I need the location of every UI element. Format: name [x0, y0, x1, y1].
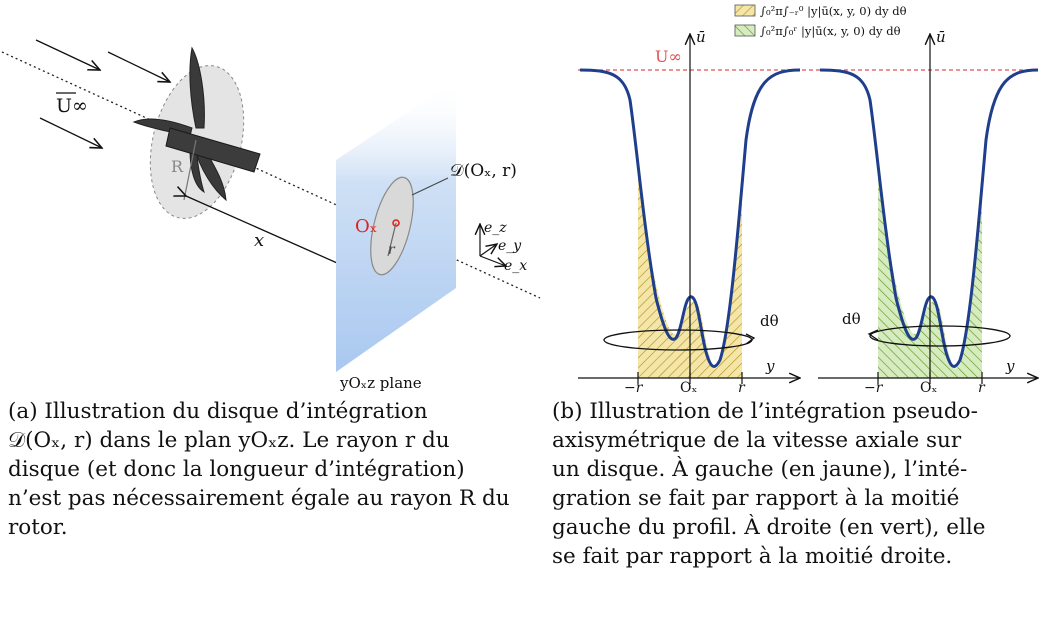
- left-rotation-arrowhead: [745, 333, 756, 345]
- caption-a: (a) Illustration du disque d’intégration…: [8, 397, 538, 542]
- right-dtheta-label: dθ: [842, 310, 861, 328]
- right-ubar-label: ū: [936, 28, 946, 46]
- caption-b: (b) Illustration de l’intégration pseudo…: [552, 397, 1038, 571]
- caption-b-line: un disque. À gauche (en jaune), l’inté-: [552, 457, 968, 482]
- freestream-label: U∞: [56, 95, 88, 117]
- right-y-label: y: [1005, 357, 1015, 375]
- caption-b-line: gration se fait par rapport à la moitié: [552, 486, 960, 511]
- left-profile: [579, 68, 801, 368]
- right-rotation-arrow: [869, 325, 1011, 347]
- left-tick-r-label: r: [738, 380, 746, 395]
- left-panel: ū y −r Oₓ r dθ: [578, 28, 800, 395]
- rotor-nacelle: [165, 127, 261, 173]
- legend-green-text: ∫₀²π∫₀ʳ |y|ū(x, y, 0) dy dθ: [760, 24, 901, 39]
- basis-y-label: e_y: [498, 238, 522, 254]
- uinf-label: U∞: [655, 47, 682, 66]
- left-tick-neg-r-label: −r: [624, 380, 644, 395]
- caption-b-line: (b) Illustration de l’intégration pseudo…: [552, 399, 978, 424]
- caption-a-line: (a) Illustration du disque d’intégration: [8, 399, 428, 424]
- basis-vectors: [480, 224, 506, 266]
- disc-label: 𝒟(Oₓ, r): [450, 161, 517, 181]
- pseudo-axisymmetric-integration: ∫₀²π∫₋ᵣ⁰ |y|ū(x, y, 0) dy dθ ∫₀²π∫₀ʳ |y|…: [578, 4, 1043, 395]
- caption-a-line: n’est pas nécessairement égale au rayon …: [8, 486, 510, 511]
- caption-a-line: rotor.: [8, 515, 68, 540]
- legend-yellow-text: ∫₀²π∫₋ᵣ⁰ |y|ū(x, y, 0) dy dθ: [760, 4, 907, 19]
- right-tick-neg-r-label: −r: [864, 380, 884, 395]
- left-tick-ox-label: Oₓ: [680, 380, 697, 395]
- caption-a-line: 𝒟(Oₓ, r) dans le plan yOₓz. Le rayon r d…: [8, 428, 450, 453]
- caption-b-line: se fait par rapport à la moitié droite.: [552, 544, 953, 569]
- distance-label: x: [254, 230, 264, 251]
- right-profile: [819, 68, 1039, 368]
- rotor-disc-illustration: U∞ R x yOₓz plane Oₓ r 𝒟(Oₓ, r) e_z e_y …: [1, 39, 541, 392]
- disc-radius-label: r: [388, 242, 396, 258]
- rotor-axis: [1, 51, 541, 299]
- caption-b-line: gauche du profil. À droite (en vert), el…: [552, 515, 986, 540]
- left-ubar-label: ū: [696, 28, 706, 46]
- legend-green-swatch: [734, 24, 756, 37]
- right-tick-ox-label: Oₓ: [920, 380, 937, 395]
- right-rotation-arrowhead: [867, 329, 879, 341]
- disc-center-marker: [392, 219, 400, 227]
- left-y-label: y: [765, 357, 775, 375]
- integration-disc: [370, 176, 414, 276]
- right-tick-r-label: r: [978, 380, 986, 395]
- freestream-arrows: [35, 39, 170, 148]
- disc-center-label: Oₓ: [355, 216, 377, 237]
- basis-z-label: e_z: [484, 220, 507, 236]
- right-panel: ū y −r Oₓ r dθ: [818, 28, 1038, 395]
- rotor-radius-label: R: [171, 157, 184, 176]
- caption-b-line: axisymétrique de la vitesse axiale sur: [552, 428, 962, 453]
- caption-a-line: disque (et donc la longueur d’intégratio…: [8, 457, 465, 482]
- disc-radius-line: [387, 222, 397, 257]
- disc-pointer: [411, 177, 449, 196]
- plane-label: yOₓz plane: [339, 374, 422, 392]
- basis-x-label: e_x: [504, 258, 527, 274]
- left-dtheta-label: dθ: [760, 312, 779, 330]
- legend-yellow-swatch: [734, 4, 756, 17]
